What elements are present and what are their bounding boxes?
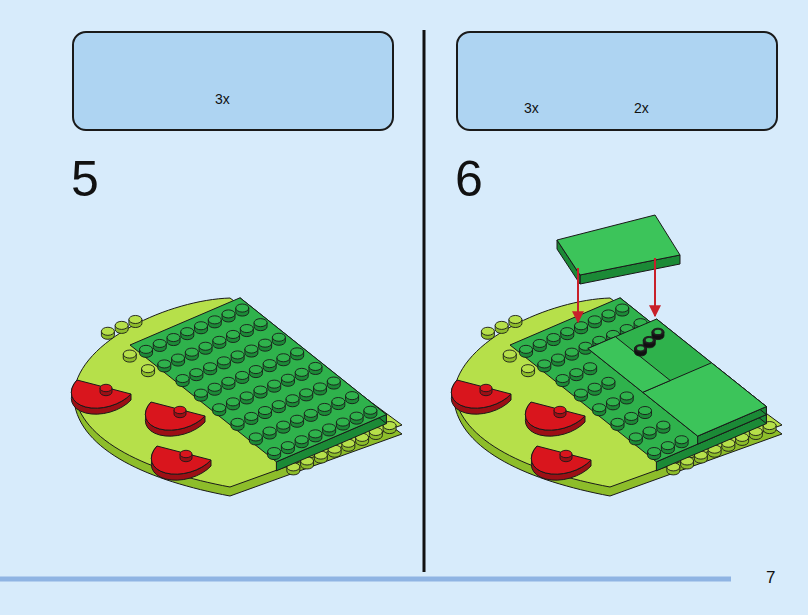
part-count: 3x (524, 101, 539, 115)
page-number: 7 (766, 569, 775, 586)
step-6-model (451, 215, 782, 496)
step-5-model (71, 298, 402, 496)
parts-box: 3x 2x (456, 31, 778, 131)
part-count: 3x (215, 92, 230, 106)
parts-box: 3x (72, 31, 394, 131)
step-number: 5 (71, 154, 99, 204)
page-bar (0, 577, 731, 582)
step-divider (423, 30, 426, 572)
part-count: 2x (634, 101, 649, 115)
step-number: 6 (455, 154, 483, 204)
